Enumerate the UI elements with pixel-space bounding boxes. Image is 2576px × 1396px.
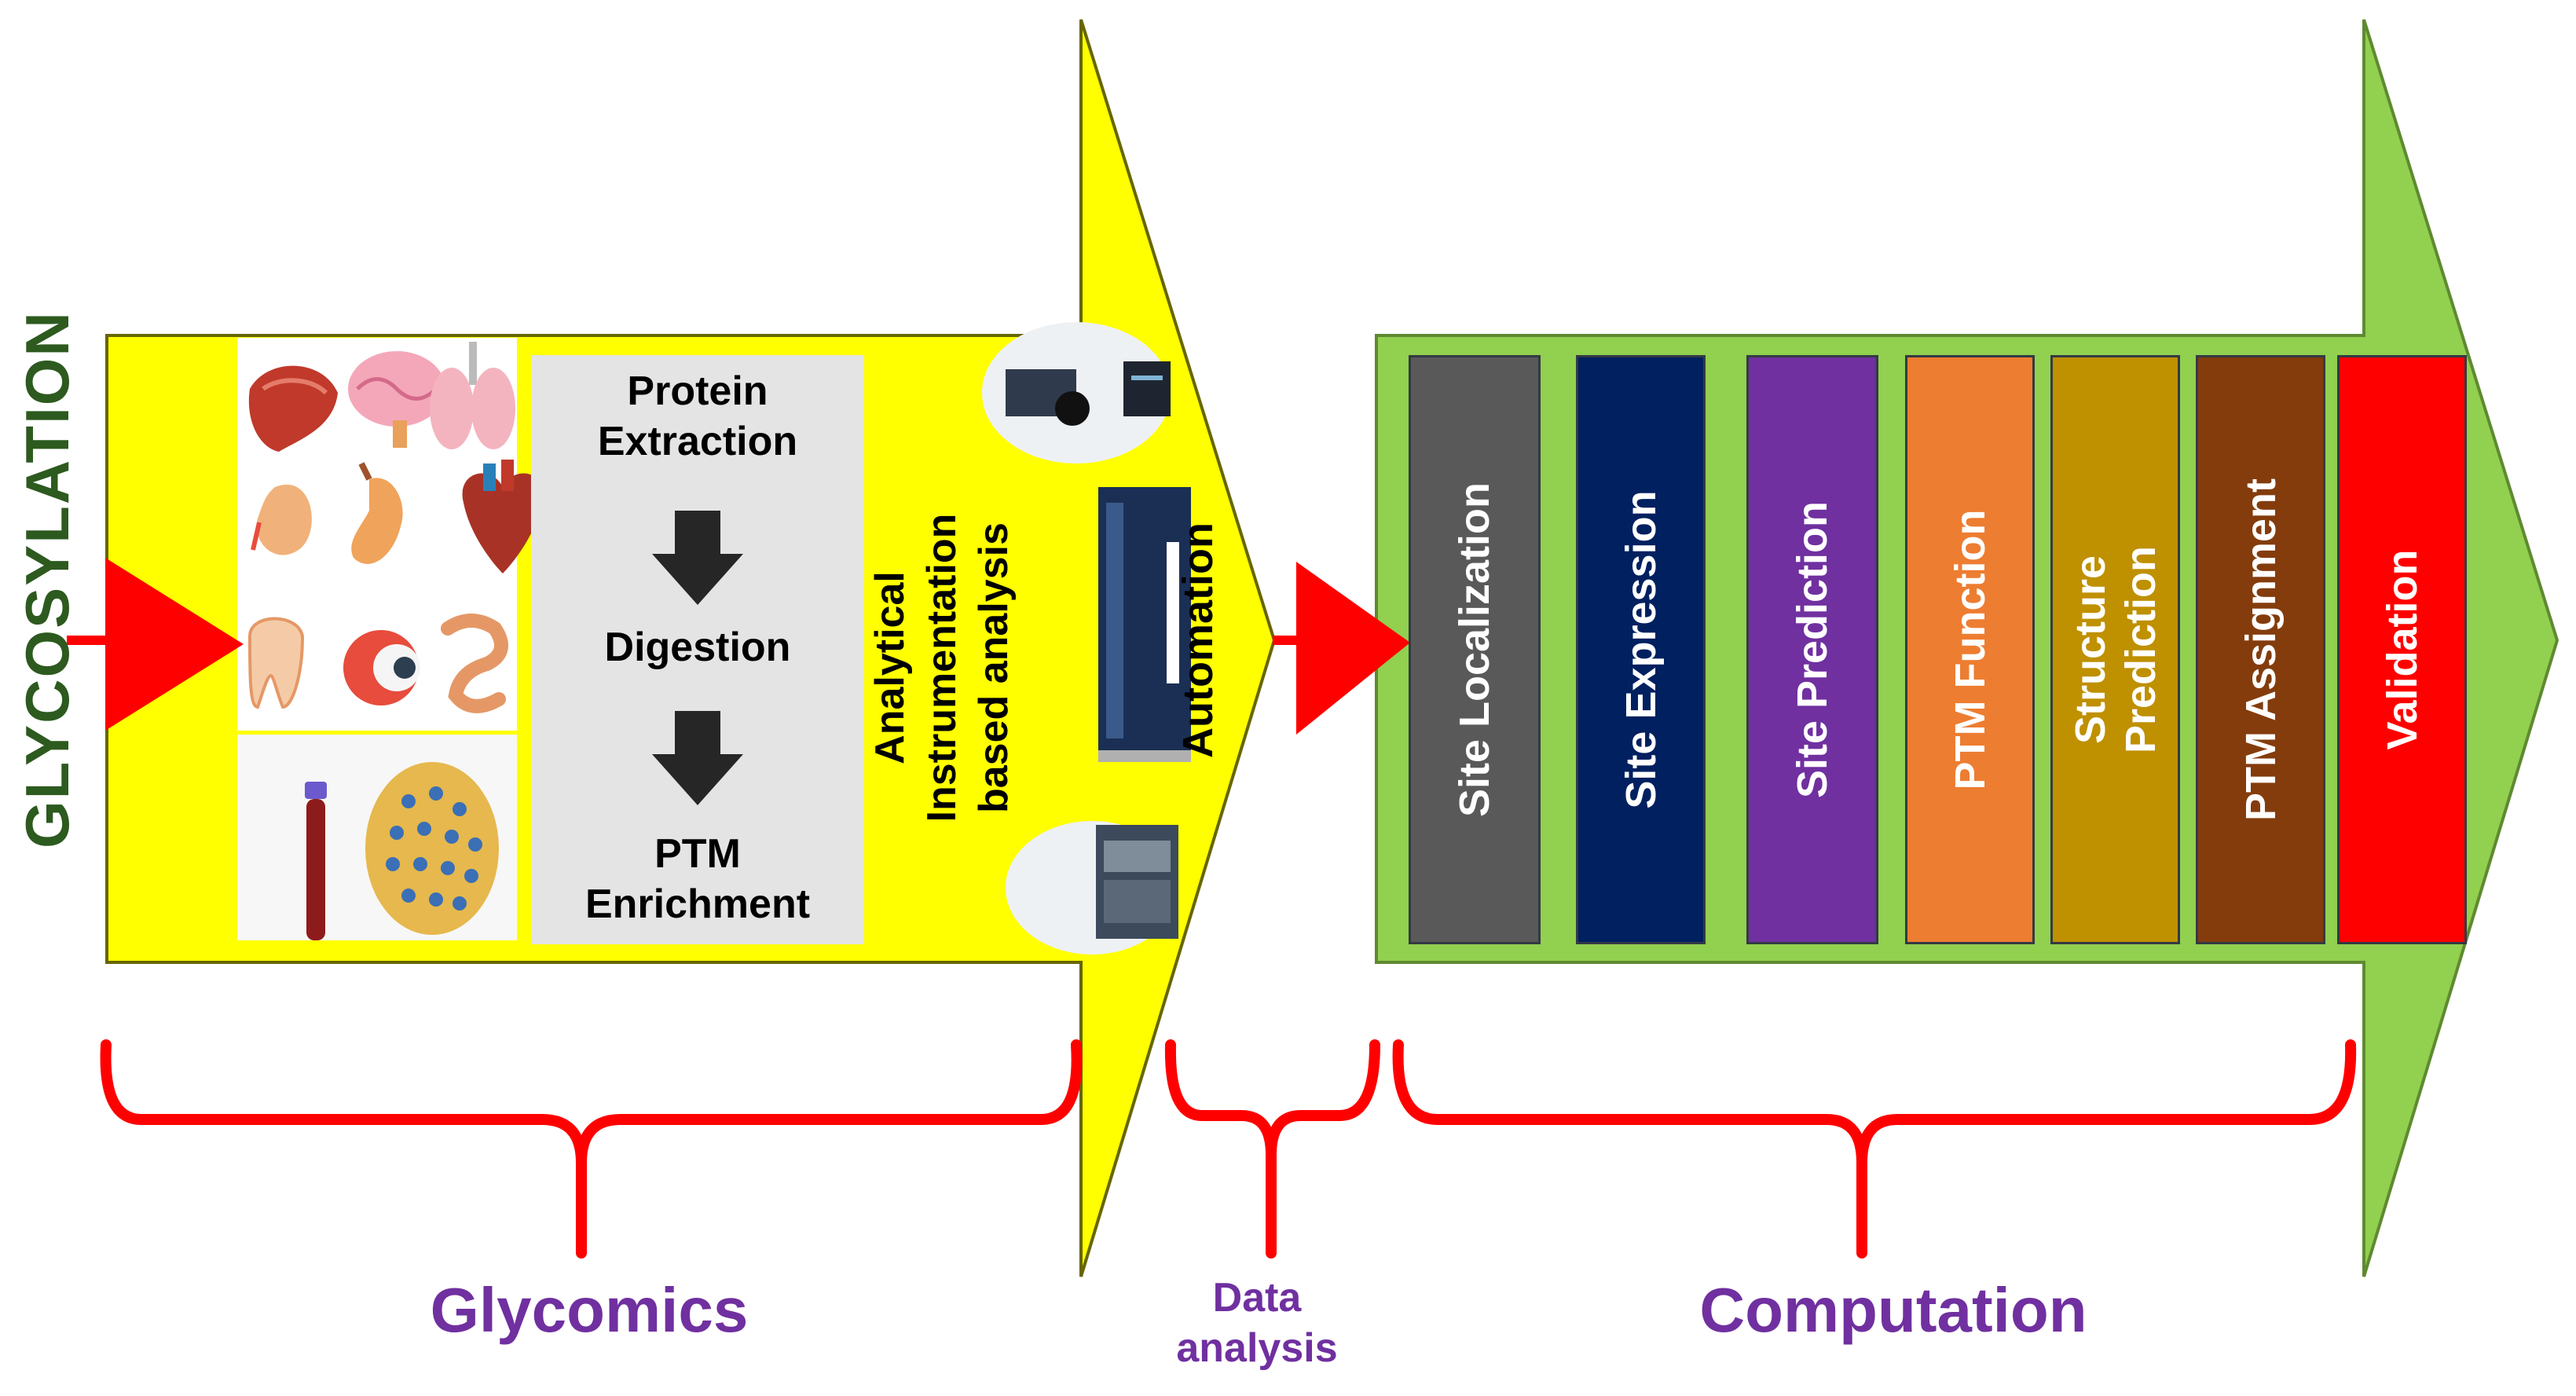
- label-line: analysis: [1176, 1325, 1338, 1371]
- stomach-icon: [351, 462, 403, 564]
- blood-tube-icon: [305, 782, 327, 940]
- computation-step-fill: [1411, 357, 1538, 942]
- data-analysis-brace: [1164, 1039, 1380, 1259]
- eye-icon: [343, 630, 420, 705]
- step-line: Extraction: [597, 419, 798, 464]
- computation-step-label: Site Localization: [1451, 482, 1498, 818]
- computation-step-label: Validation: [2378, 549, 2426, 750]
- computation-step-label: PTM Assignment: [2237, 478, 2285, 822]
- workflow-panel: [531, 355, 864, 944]
- computation-step-label: Site Prediction: [1789, 500, 1836, 799]
- down-arrow-icon: [652, 711, 743, 805]
- workflow-step-protein-extraction: Protein Extraction: [531, 366, 864, 467]
- step-line: Protein: [627, 368, 768, 414]
- step-line: PTM: [654, 831, 741, 877]
- computation-step-ptm-assignment: PTM Assignment: [2196, 355, 2325, 944]
- lungs-icon: [430, 342, 515, 449]
- label-line: Structure: [2066, 555, 2114, 745]
- computation-step-label: Site Expression: [1617, 490, 1665, 809]
- computation-step-fill: [2198, 357, 2323, 942]
- brain-icon: [348, 351, 445, 448]
- analytical-instrumentation-label: Analytical Instrumentation based analysi…: [864, 432, 1021, 903]
- computation-step-fill: [1578, 357, 1703, 942]
- diagram-title: GLYCOSYLATION: [13, 310, 82, 848]
- computation-step-fill: [1907, 357, 2032, 942]
- label-line: Instrumentation: [919, 513, 965, 823]
- step-line: Enrichment: [584, 881, 811, 927]
- autosampler-icon: [1006, 821, 1178, 954]
- phase-label-glycomics: Glycomics: [430, 1275, 749, 1345]
- kidney-icon: [251, 484, 312, 555]
- phase-label-computation: Computation: [1699, 1275, 2087, 1345]
- heart-icon: [462, 460, 544, 573]
- computation-step-validation: Validation: [2337, 355, 2467, 944]
- computation-step-structure-prediction: Structure Prediction: [2050, 355, 2180, 944]
- computation-step-site-expression: Site Expression: [1576, 355, 1706, 944]
- tooth-icon: [247, 617, 305, 709]
- label-line: based analysis: [971, 522, 1017, 813]
- workflow-step-digestion: Digestion: [604, 625, 791, 670]
- intestine-icon: [441, 614, 508, 713]
- label-line: Analytical: [867, 571, 913, 764]
- liver-icon: [248, 365, 338, 452]
- mass-spectrometer-icon: [982, 322, 1171, 464]
- computation-step-site-localization: Site Localization: [1409, 355, 1541, 944]
- phase-label-data-analysis: Data analysis: [1131, 1273, 1383, 1373]
- red-pointer-marker: [1273, 562, 1410, 735]
- computation-step-label: Structure Prediction: [2065, 367, 2166, 932]
- computation-step-fill: [1749, 357, 1876, 942]
- label-line: Prediction: [2116, 545, 2164, 754]
- red-pointer-marker: [67, 558, 244, 731]
- computation-brace: [1392, 1039, 2357, 1259]
- down-arrow-icon: [652, 511, 743, 605]
- cells-icon: [365, 762, 499, 935]
- label-line: Data: [1212, 1275, 1302, 1321]
- glycomics-brace: [100, 1039, 1083, 1259]
- workflow-step-ptm-enrichment: PTM Enrichment: [531, 829, 864, 929]
- computation-step-ptm-function: PTM Function: [1905, 355, 2035, 944]
- computation-step-fill: [2053, 357, 2178, 942]
- automation-label: Automation: [1174, 522, 1222, 758]
- computation-step-site-prediction: Site Prediction: [1746, 355, 1878, 944]
- computation-step-label: PTM Function: [1946, 509, 1994, 790]
- computation-step-fill: [2340, 357, 2464, 942]
- lc-system-icon: [1098, 487, 1191, 762]
